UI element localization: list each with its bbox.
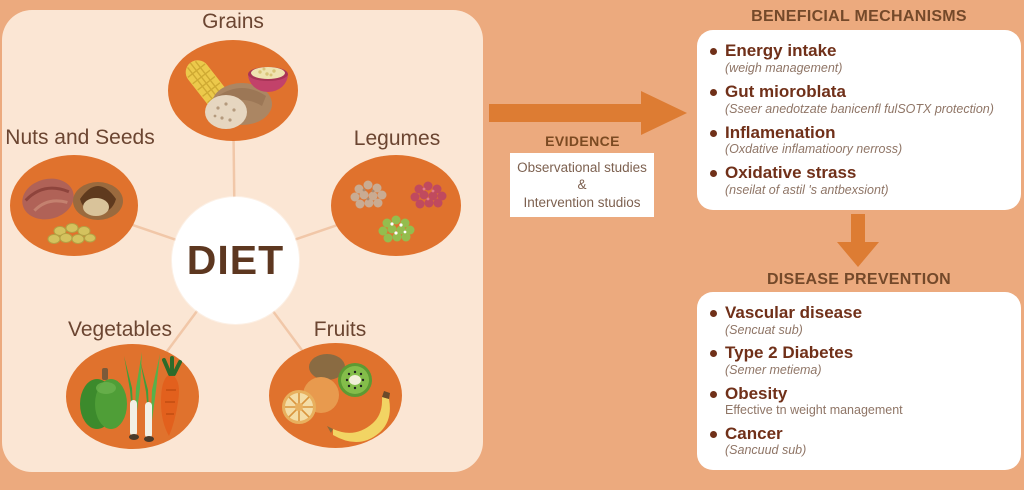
orange-icon	[282, 377, 339, 424]
prevention-item: Vascular disease (Sencuat sub)	[710, 303, 1011, 338]
fruits-illustration	[282, 354, 390, 443]
prevention-item: Cancer (Sancuud sub)	[710, 424, 1011, 459]
seeds-icon	[47, 223, 96, 244]
prevention-item-subtitle: (Semer metiema)	[725, 362, 822, 377]
nuts-illustration	[22, 178, 123, 244]
carrot-icon	[161, 356, 182, 436]
group-label-legumes: Legumes	[353, 127, 441, 150]
arrow-down-icon	[837, 214, 879, 267]
evidence-line-1: Observational studies	[517, 159, 647, 175]
prevention-item-title: Cancer	[725, 423, 783, 443]
mechanism-item-title: Oxidative strass	[725, 163, 857, 183]
mechanism-item-title: Inflamenation	[725, 122, 836, 142]
beans-red-icon	[410, 181, 447, 209]
prevention-item: Obesity Effective tn weight management	[710, 384, 1011, 419]
group-label-grains: Grains	[202, 10, 264, 33]
prevention-item-subtitle: Effective tn weight management	[725, 403, 903, 418]
bullet-icon	[710, 350, 717, 358]
mechanism-item: Energy intake (weigh management)	[710, 41, 1011, 76]
mechanism-item-title: Gut mioroblata	[725, 82, 846, 102]
bullet-icon	[710, 129, 717, 137]
diet-label: DIET	[186, 237, 285, 283]
group-label-fruits: Fruits	[313, 318, 367, 341]
bullet-icon	[710, 430, 717, 438]
prevention-item: Type 2 Diabetes (Semer metiema)	[710, 343, 1011, 378]
evidence-arrow-right-icon	[489, 91, 687, 135]
kiwi-icon	[309, 354, 372, 397]
legumes-circle	[331, 155, 461, 256]
beans-tan-icon	[350, 180, 387, 209]
bullet-icon	[710, 170, 717, 178]
mechanisms-box: Energy intake (weigh management) Gut mio…	[697, 30, 1021, 210]
bullet-icon	[710, 310, 717, 318]
bullet-icon	[710, 48, 717, 56]
mechanism-item: Gut mioroblata (Sseer anedotzate banicen…	[710, 82, 1011, 117]
mechanism-item: Oxidative strass (nseilat of astil 's an…	[710, 163, 1011, 198]
nuts-seeds-circle	[10, 155, 138, 256]
grains-circle	[168, 40, 298, 141]
fruits-circle	[269, 343, 402, 448]
legumes-illustration	[350, 180, 447, 243]
prevention-item-title: Type 2 Diabetes	[725, 343, 854, 363]
mechanism-item: Inflamenation (Oxdative inflamatioory ne…	[710, 123, 1011, 158]
evidence-line-2: &	[577, 177, 587, 193]
evidence-line-3: Intervention studios	[523, 194, 641, 210]
evidence-box: Observational studies & Intervention stu…	[510, 153, 654, 217]
mechanism-item-subtitle: (nseilat of astil 's antbexsiont)	[725, 182, 889, 197]
mechanism-item-subtitle: (Oxdative inflamatioory nerross)	[725, 142, 903, 157]
prevention-item-subtitle: (Sancuud sub)	[725, 443, 807, 458]
grains-illustration	[185, 60, 288, 129]
pecan-icon	[22, 178, 74, 220]
bread-icon	[205, 83, 272, 129]
mechanism-item-title: Energy intake	[725, 41, 837, 61]
grain-bowl-icon	[248, 67, 288, 92]
banana-icon	[327, 391, 390, 443]
bullet-icon	[710, 89, 717, 97]
vegetables-circle	[66, 344, 199, 449]
prevention-box: Vascular disease (Sencuat sub) Type 2 Di…	[697, 292, 1021, 470]
evidence-title: EVIDENCE	[545, 133, 620, 149]
mechanism-item-subtitle: (weigh management)	[725, 61, 843, 75]
bell-pepper-icon	[80, 368, 127, 429]
group-label-nuts-seeds: Nuts and Seeds	[5, 126, 155, 149]
prevention-item-subtitle: (Sencuat sub)	[725, 322, 803, 337]
prevention-title: DISEASE PREVENTION	[766, 271, 952, 288]
mechanisms-title: BENEFICIAL MECHANISMS	[751, 8, 967, 25]
spring-onion-icon	[124, 352, 160, 442]
chestnut-icon	[73, 182, 123, 220]
mechanism-item-subtitle: (Sseer anedotzate banicenfl fulSOTX prot…	[725, 101, 994, 116]
vegetables-illustration	[80, 352, 182, 442]
prevention-item-title: Obesity	[725, 383, 788, 403]
prevention-item-title: Vascular disease	[725, 303, 863, 323]
group-label-vegetables: Vegetables	[68, 318, 172, 341]
bullet-icon	[710, 390, 717, 398]
beans-green-icon	[378, 215, 415, 243]
diet-center-circle: DIET	[172, 197, 299, 324]
